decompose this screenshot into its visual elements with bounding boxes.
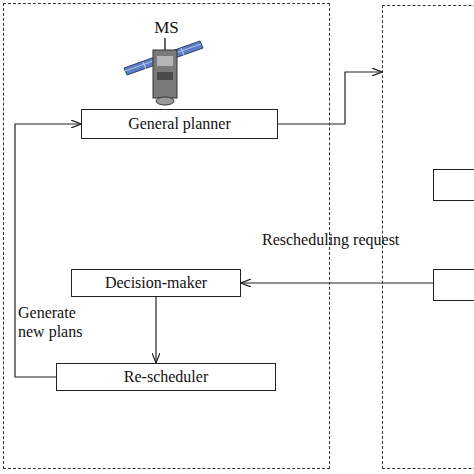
edge-label: Rescheduling request (262, 230, 462, 249)
satellite-detail (157, 56, 173, 66)
group-heading: MS (4, 18, 329, 38)
panel-grid (181, 48, 184, 55)
node-label: Re-scheduler (124, 368, 208, 386)
process-box: Decision-maker (71, 269, 241, 297)
flow-arrow (278, 72, 382, 124)
satellite-body (153, 50, 177, 98)
process-box: Re-scheduler (56, 363, 276, 391)
flow-arrow (15, 124, 81, 377)
panel-grid (143, 62, 146, 69)
flow-arrow (241, 282, 433, 283)
process-box: General planner (81, 109, 278, 139)
panel-grid (125, 44, 201, 71)
satellite-detail (157, 72, 173, 80)
node-label: General planner (128, 115, 231, 133)
process-box (433, 269, 474, 301)
edge-label: Generate new plans (18, 303, 92, 341)
satellite-antenna (156, 97, 174, 105)
solar-panel (124, 41, 203, 75)
flow-arrow (155, 297, 156, 363)
process-box (433, 169, 474, 201)
satellite-mast (164, 38, 166, 50)
node-label: Decision-maker (105, 274, 207, 292)
